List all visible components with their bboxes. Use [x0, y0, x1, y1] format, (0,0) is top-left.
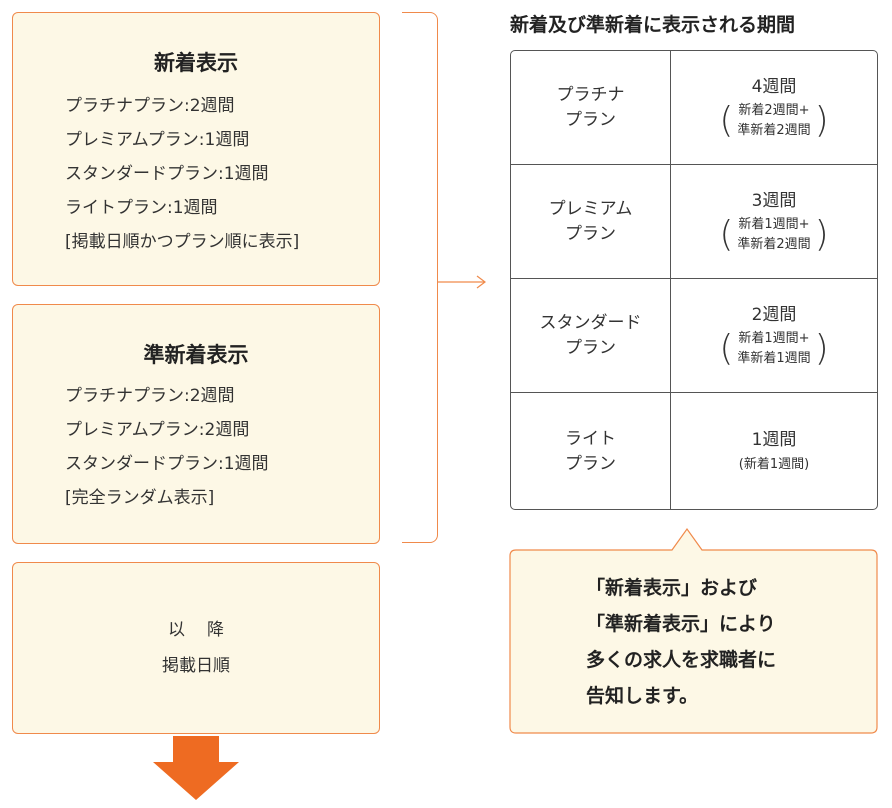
callout-line: 告知します。 — [586, 685, 699, 707]
period-detail-semi-new: 準新着2週間 — [737, 122, 811, 138]
plan-suffix: プラン — [565, 454, 616, 474]
plan-name: スタンダード — [539, 312, 642, 333]
list-item: プラチナプラン:2週間 — [65, 386, 235, 406]
table-row: ライト プラン 1週間 (新着1週間) — [511, 393, 877, 509]
after-label: 以降 — [168, 620, 246, 640]
plan-suffix: プラン — [565, 109, 616, 130]
new-display-box: 新着表示 プラチナプラン:2週間 プレミアムプラン:1週間 スタンダードプラン:… — [12, 12, 380, 286]
open-paren-icon: ( — [719, 99, 734, 141]
after-order-label: 掲載日順 — [162, 656, 230, 676]
plan-cell: プラチナ プラン — [511, 51, 671, 164]
period-total: 2週間 — [751, 304, 797, 325]
open-paren-icon: ( — [719, 327, 734, 369]
period-detail-new: 新着2週間+ — [738, 102, 810, 118]
callout-message: 「新着表示」および 「準新着表示」により 多くの求人を求職者に 告知します。 — [586, 570, 776, 714]
right-arrow-icon — [438, 275, 486, 289]
semi-new-display-title: 準新着表示 — [143, 343, 249, 367]
plan-name: プラチナ — [556, 84, 625, 105]
plan-name: プレミアム — [548, 198, 633, 219]
period-detail-new: 新着1週間+ — [738, 330, 810, 346]
period-cell: 3週間 ( 新着1週間+ 準新着2週間 ) — [671, 165, 877, 278]
plan-suffix: プラン — [565, 337, 616, 358]
bracket-connector — [402, 12, 438, 543]
table-row: プラチナ プラン 4週間 ( 新着2週間+ 準新着2週間 ) — [511, 51, 877, 165]
table-row: スタンダード プラン 2週間 ( 新着1週間+ 準新着1週間 ) — [511, 279, 877, 393]
new-display-list: プラチナプラン:2週間 プレミアムプラン:1週間 スタンダードプラン:1週間 ラ… — [65, 89, 299, 259]
period-detail-new: (新着1週間) — [738, 457, 810, 472]
plan-cell: プレミアム プラン — [511, 165, 671, 278]
down-arrow-icon — [153, 736, 239, 800]
list-item: [掲載日順かつプラン順に表示] — [65, 232, 300, 252]
period-table: プラチナ プラン 4週間 ( 新着2週間+ 準新着2週間 ) プレミアム プラン — [510, 50, 878, 510]
period-cell: 2週間 ( 新着1週間+ 準新着1週間 ) — [671, 279, 877, 392]
period-total: 3週間 — [751, 190, 797, 211]
period-detail-new: 新着1週間+ — [738, 216, 810, 232]
plan-name: ライト — [565, 429, 616, 449]
callout-line: 「新着表示」および — [586, 577, 758, 599]
list-item: ライトプラン:1週間 — [65, 198, 218, 218]
period-total: 4週間 — [751, 76, 797, 97]
close-paren-icon: ) — [814, 327, 829, 369]
callout-line: 多くの求人を求職者に — [586, 649, 777, 671]
list-item: プラチナプラン:2週間 — [65, 96, 235, 116]
callout-line: 「準新着表示」により — [586, 613, 776, 635]
period-cell: 4週間 ( 新着2週間+ 準新着2週間 ) — [671, 51, 877, 164]
period-total: 1週間 — [751, 430, 797, 450]
after-box: 以降 掲載日順 — [12, 562, 380, 734]
period-detail-semi-new: 準新着2週間 — [737, 236, 811, 252]
open-paren-icon: ( — [719, 213, 734, 255]
close-paren-icon: ) — [814, 213, 829, 255]
plan-cell: ライト プラン — [511, 393, 671, 509]
semi-new-display-box: 準新着表示 プラチナプラン:2週間 プレミアムプラン:2週間 スタンダードプラン… — [12, 304, 380, 544]
list-item: プレミアムプラン:2週間 — [65, 420, 250, 440]
plan-suffix: プラン — [565, 223, 616, 244]
list-item: スタンダードプラン:1週間 — [65, 164, 269, 184]
callout-bubble — [509, 527, 878, 734]
period-cell: 1週間 (新着1週間) — [671, 393, 877, 509]
list-item: [完全ランダム表示] — [65, 488, 215, 508]
table-row: プレミアム プラン 3週間 ( 新着1週間+ 準新着2週間 ) — [511, 165, 877, 279]
list-item: プレミアムプラン:1週間 — [65, 130, 250, 150]
semi-new-display-list: プラチナプラン:2週間 プレミアムプラン:2週間 スタンダードプラン:1週間 [… — [65, 379, 269, 515]
new-display-title: 新着表示 — [154, 51, 238, 75]
list-item: スタンダードプラン:1週間 — [65, 454, 269, 474]
plan-cell: スタンダード プラン — [511, 279, 671, 392]
period-detail-semi-new: 準新着1週間 — [737, 350, 811, 366]
close-paren-icon: ) — [814, 99, 829, 141]
period-table-title: 新着及び準新着に表示される期間 — [510, 14, 796, 36]
